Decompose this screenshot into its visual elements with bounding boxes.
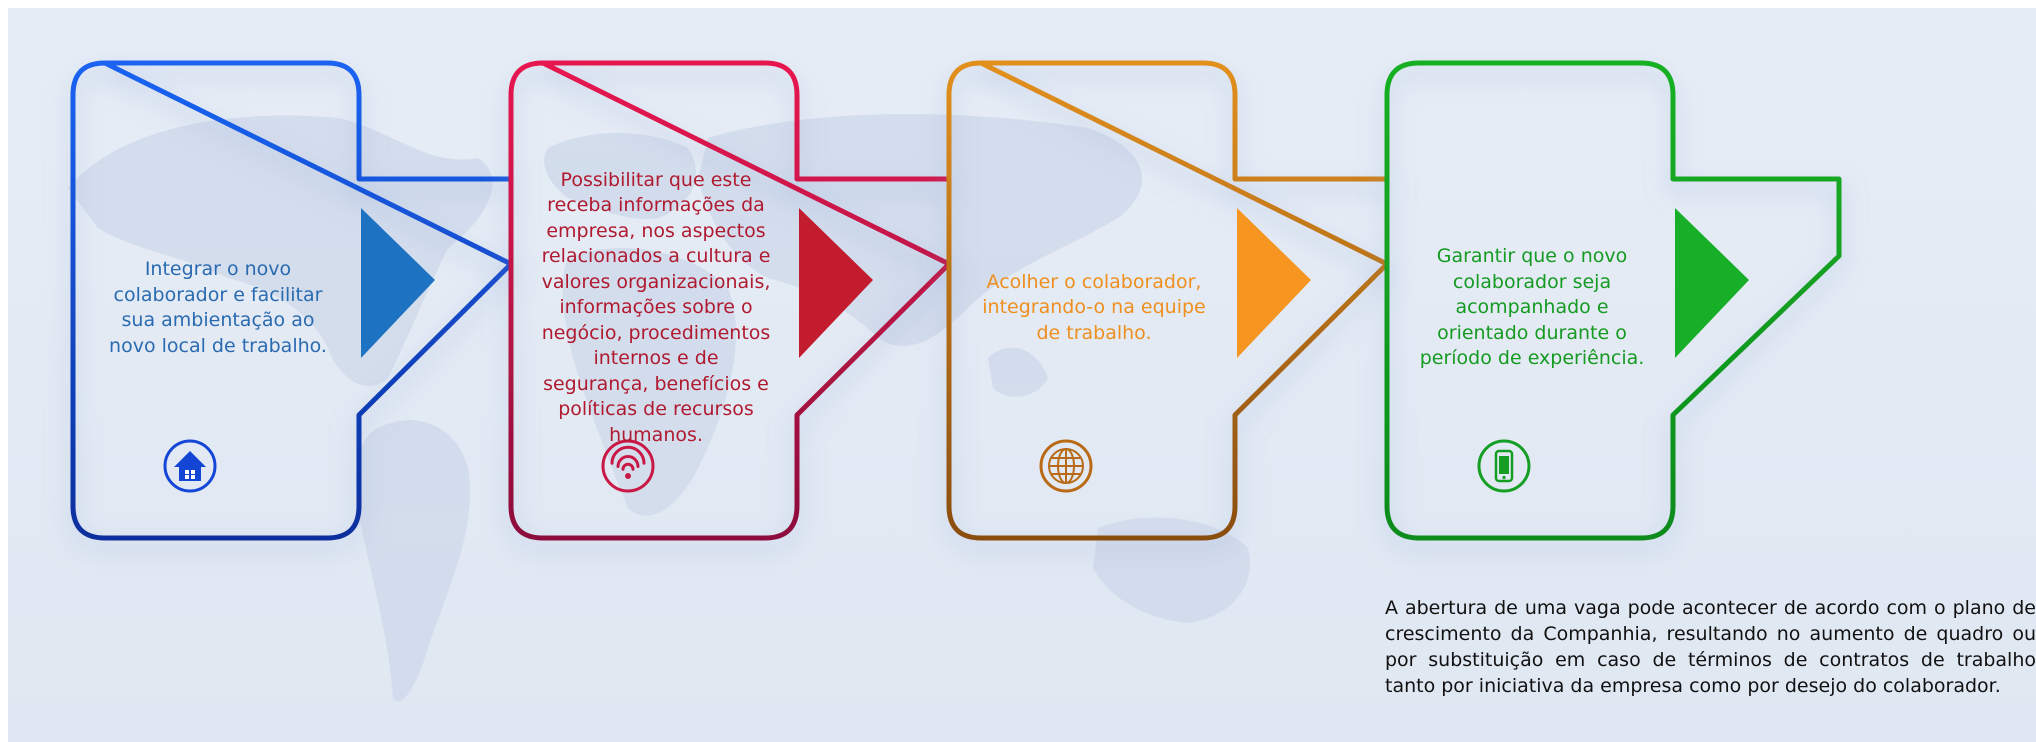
globe-icon <box>1039 439 1093 493</box>
step-4-outline <box>1384 60 1842 541</box>
step-2-outline <box>508 60 952 541</box>
step-2-arrow <box>799 208 873 358</box>
step-2 <box>508 60 952 541</box>
process-diagram <box>68 60 1842 702</box>
step-1-outline <box>70 60 514 541</box>
step-1-arrow <box>361 208 435 358</box>
step-4-arrow <box>1675 208 1749 358</box>
smartphone-icon <box>1477 439 1531 493</box>
wifi-icon <box>601 439 655 493</box>
description-note: A abertura de uma vaga pode acontecer de… <box>1385 597 2036 697</box>
step-3-arrow <box>1237 208 1311 358</box>
step-3-text: Acolher o colaborador, integrando-o na e… <box>982 270 1206 344</box>
home-icon <box>163 439 217 493</box>
step-3 <box>946 60 1390 541</box>
step-4-text: Garantir que o novo colaborador seja aco… <box>1419 245 1645 370</box>
step-2-text: Possibilitar que este receba informações… <box>541 168 771 446</box>
step-1 <box>70 60 514 541</box>
diagram-panel: Integrar o novo colaborador e facilitar … <box>8 8 2036 742</box>
step-3-outline <box>946 60 1390 541</box>
step-4 <box>1384 60 1842 541</box>
step-1-text: Integrar o novo colaborador e facilitar … <box>109 258 327 357</box>
